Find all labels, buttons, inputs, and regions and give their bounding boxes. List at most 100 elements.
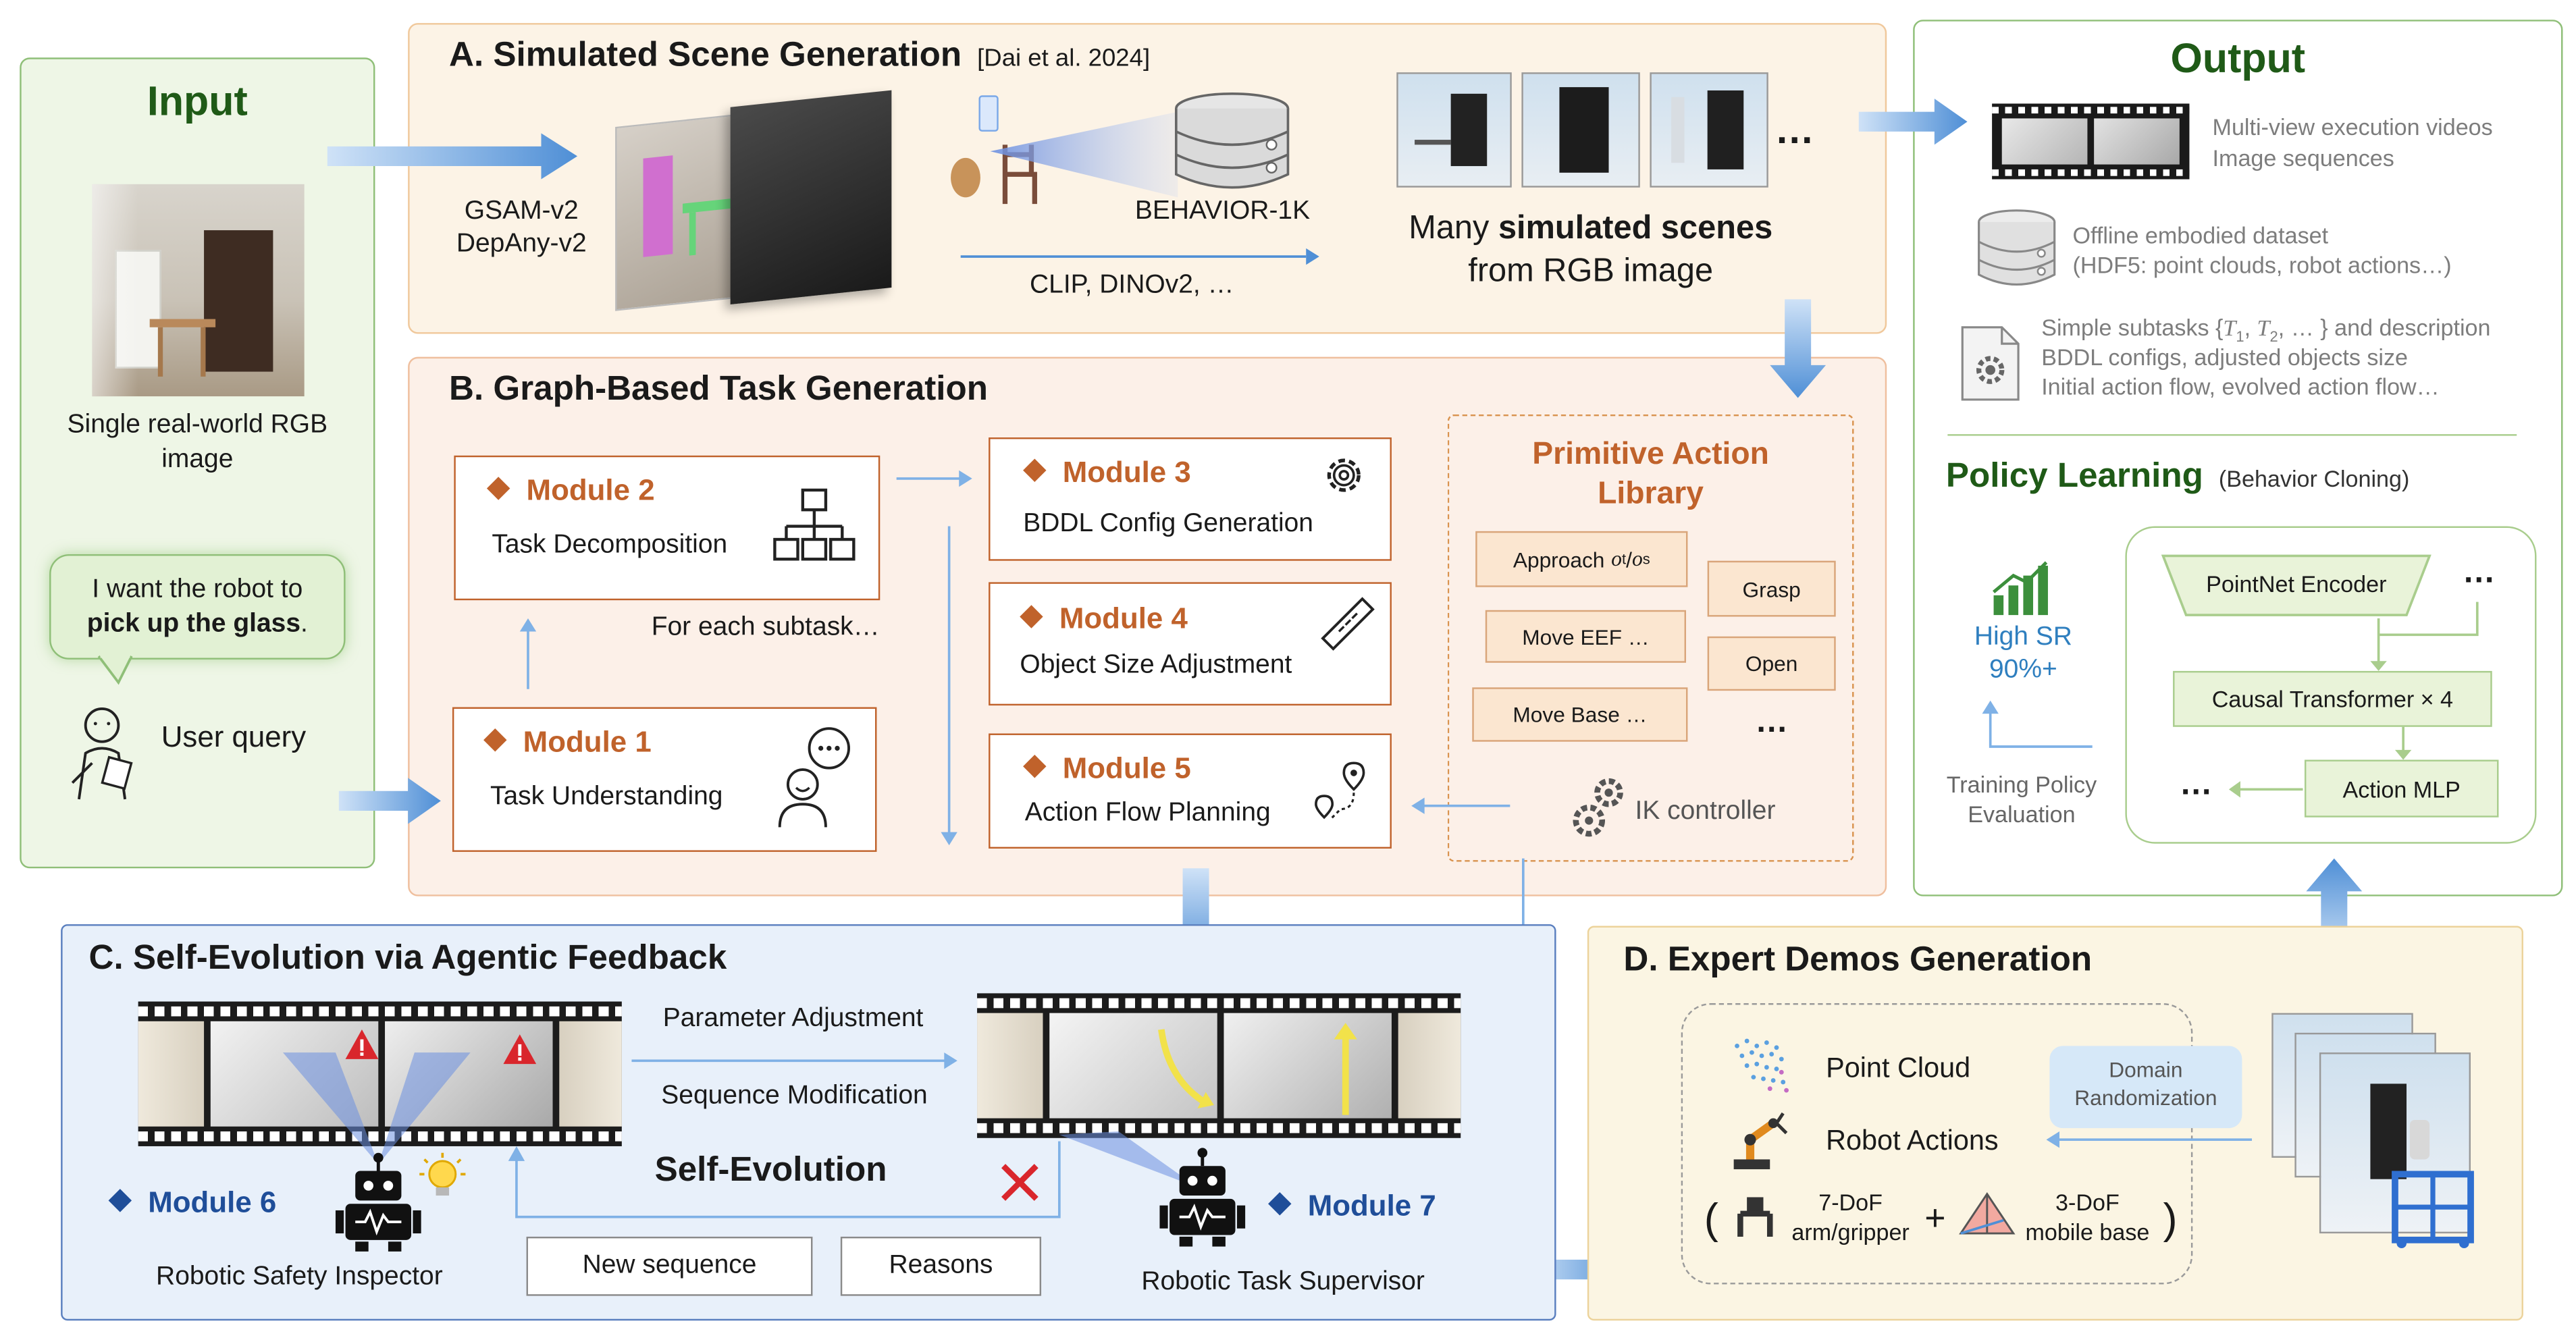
warning-icon-1 (345, 1029, 379, 1059)
input-to-a-arrow (327, 133, 578, 180)
scenes-ellipsis: … (1775, 108, 1815, 153)
ik-gears-icon (1573, 778, 1623, 837)
training-line-2: Evaluation (1968, 801, 2076, 828)
dataset-line-1: Offline embodied dataset (2072, 221, 2329, 248)
section-a-heading: A. Simulated Scene Generation [Dai et al… (449, 36, 1150, 76)
for-each-subtask: For each subtask… (651, 613, 880, 642)
domain-rand-line-2: Randomization (2074, 1085, 2217, 1110)
subtasks-sub-2: 2 (2269, 328, 2278, 346)
policy-title: Policy Learning (1945, 457, 2203, 495)
dataset-line-2: (HDF5: point clouds, robot actions…) (2072, 251, 2452, 278)
query-speech-bubble (49, 554, 346, 660)
approach-slash: / (1626, 547, 1632, 572)
teddy-bear-icon (951, 157, 980, 198)
query-bold: pick up the glass (86, 610, 301, 639)
arm-dof-line-2: arm/gripper (1791, 1218, 1910, 1245)
dataset-database-icon (1978, 209, 2056, 286)
module-4-box (989, 582, 1392, 706)
user-icon (71, 707, 133, 800)
user-query-label: User query (161, 720, 307, 753)
self-evolution-label: Self-Evolution (654, 1151, 887, 1189)
primitive-move-base-label: Move Base … (1513, 702, 1648, 727)
module-3-title: Module 3 (1023, 456, 1191, 490)
policy-heading: Policy Learning (Behavior Cloning) (1946, 457, 2409, 496)
inspector-filmstrip (138, 1001, 622, 1146)
approach-sub-s: s (1642, 551, 1650, 568)
module-5-box (989, 733, 1392, 849)
library-title-2: Library (1598, 477, 1704, 512)
subtasks-post: , … } and description (2278, 314, 2491, 341)
module-5-title: Module 5 (1023, 751, 1191, 786)
reject-cross-icon (1001, 1164, 1039, 1201)
scenes-caption-pre: Many (1409, 210, 1498, 247)
subtasks-sub-1: 1 (2236, 328, 2244, 346)
close-paren: ) (2163, 1194, 2178, 1243)
reasons-label: Reasons (889, 1251, 993, 1280)
query-line-1: I want the robot to (92, 575, 303, 604)
primitive-grasp-label: Grasp (1742, 576, 1801, 601)
primitive-grasp: Grasp (1707, 560, 1836, 617)
subtasks-t2: T (2257, 317, 2270, 342)
pointnet-label: PointNet Encoder (2206, 570, 2387, 597)
subtasks-pre: Simple subtasks { (2041, 314, 2224, 341)
module-6-title: Module 6 (108, 1185, 277, 1220)
scenes-caption-2: from RGB image (1468, 253, 1714, 290)
sim-scene-thumb-2 (1521, 72, 1640, 188)
module-3-desc: BDDL Config Generation (1023, 510, 1313, 538)
section-d-title: D. Expert Demos Generation (1623, 940, 2093, 979)
module-5-name: Module 5 (1062, 751, 1191, 785)
arm-dof-line-1: 7-DoF (1818, 1189, 1883, 1216)
primitive-move-base: Move Base … (1472, 687, 1688, 742)
subtasks-line: Simple subtasks {T1, T2, … } and descrip… (2041, 314, 2490, 345)
policy-subtitle: (Behavior Cloning) (2218, 465, 2410, 492)
output-title: Output (2170, 36, 2306, 82)
module-3-box (989, 437, 1392, 561)
point-cloud-label: Point Cloud (1826, 1052, 1971, 1084)
module-1-name: Module 1 (523, 725, 652, 759)
gripper-icon (1737, 1197, 1773, 1237)
depth-map-image (730, 90, 892, 305)
task-supervisor-robot-icon (1159, 1148, 1246, 1247)
primitive-approach-label: Approach (1513, 547, 1605, 572)
module-7-name: Module 7 (1307, 1189, 1436, 1223)
module-6-name: Module 6 (148, 1185, 277, 1219)
module-1-title: Module 1 (483, 725, 652, 759)
primitive-open-label: Open (1745, 651, 1798, 676)
scenes-caption-bold: simulated scenes (1498, 210, 1773, 247)
parameter-adjustment-label: Parameter Adjustment (662, 1004, 924, 1033)
base-dof-line-2: mobile base (2025, 1218, 2150, 1245)
d-to-output-arrow (2306, 858, 2363, 961)
models-arrow (960, 248, 1319, 265)
pointnet-ellipsis: … (2462, 554, 2496, 591)
hierarchy-icon (773, 488, 856, 561)
section-b-title: B. Graph-Based Task Generation (449, 370, 988, 408)
action-mlp-label: Action MLP (2342, 775, 2461, 802)
videos-line-1: Multi-view execution videos (2212, 113, 2493, 140)
module-4-name: Module 4 (1059, 601, 1188, 635)
new-sequence-box: New sequence (526, 1236, 813, 1296)
approach-o-2: o (1631, 545, 1643, 571)
point-cloud-icon (1735, 1038, 1789, 1093)
safety-inspector-robot-icon (335, 1152, 421, 1252)
domain-rand-line-1: Domain (2109, 1057, 2183, 1082)
evaluation-arrow (1982, 700, 2093, 748)
scenes-caption-1: Many simulated scenes (1349, 211, 1833, 248)
input-title: Input (147, 78, 248, 126)
module-1-desc: Task Understanding (490, 782, 723, 811)
mobile-base-icon (1959, 1191, 2016, 1235)
action-mlp-box: Action MLP (2304, 759, 2499, 818)
library-title-1: Primitive Action (1532, 437, 1769, 473)
module-7-title: Module 7 (1268, 1189, 1436, 1223)
database-icon (1174, 92, 1290, 189)
query-period: . (300, 610, 308, 639)
transformer-to-mlp-arrow (2394, 726, 2412, 760)
image-caption: Single real-world RGB image (67, 411, 328, 474)
sim-scene-thumb-3 (1650, 72, 1768, 188)
module2-to-module3-arrow (896, 470, 972, 487)
bar-chart-icon (1992, 561, 2048, 616)
gear-icon (1327, 458, 1361, 492)
module-1-box (452, 707, 877, 852)
warning-icon-2 (503, 1034, 537, 1065)
inspector-vision-beam (283, 1052, 471, 1164)
